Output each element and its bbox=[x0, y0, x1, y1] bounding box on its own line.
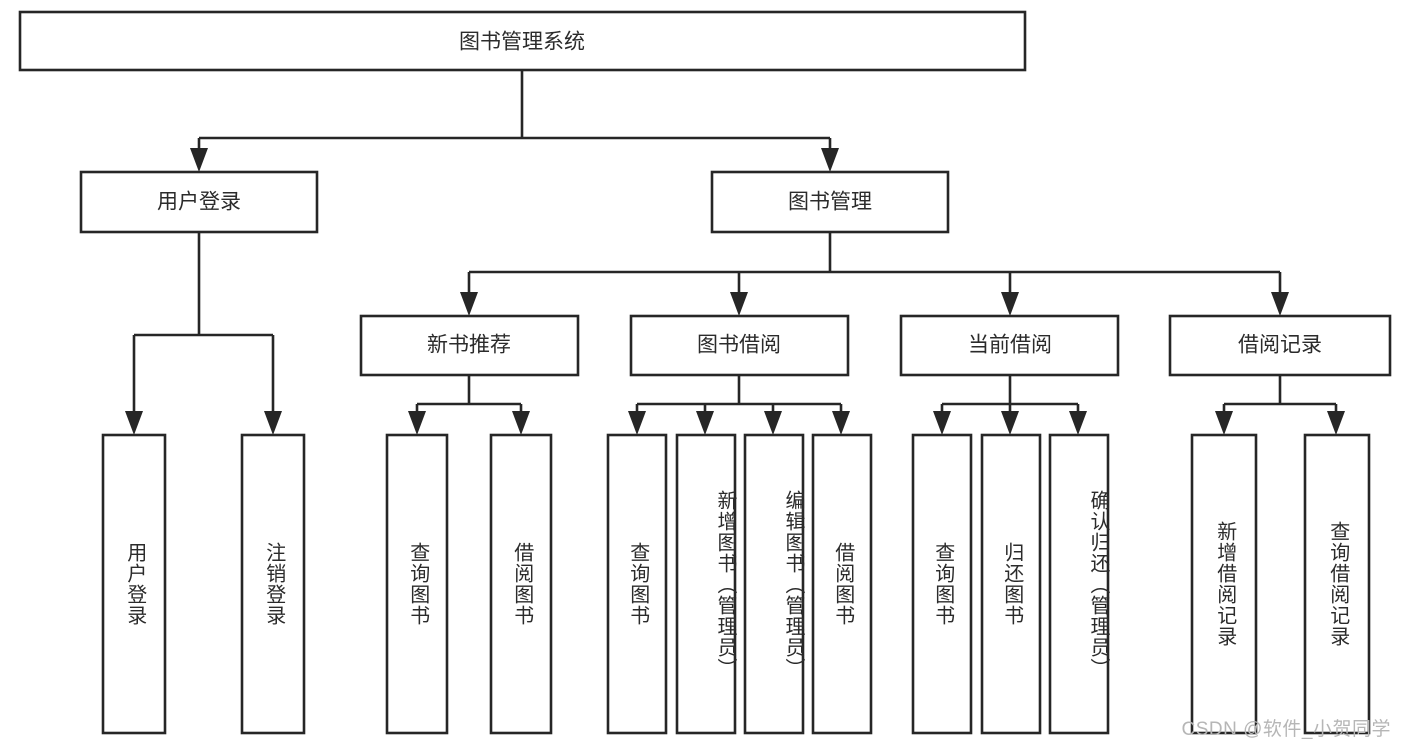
connector-book-borrow-bus bbox=[635, 375, 843, 418]
connector-user-login-bus bbox=[132, 232, 275, 418]
arrowhead-to-leaf-return-book bbox=[1001, 411, 1019, 435]
node-current-borrow-box[interactable] bbox=[899, 314, 1120, 377]
connector-borrow-record-bus bbox=[1222, 375, 1338, 418]
arrowhead-to-new-book-recommend bbox=[460, 292, 478, 316]
node-user-login-label: 用户登录 bbox=[157, 191, 241, 214]
node-book-borrow-label: 图书借阅 bbox=[697, 334, 781, 357]
arrowhead-to-leaf-borrow-book-2 bbox=[832, 411, 850, 435]
node-root-label: 图书管理系统 bbox=[459, 31, 585, 54]
node-leaf-add-book-box[interactable] bbox=[675, 433, 737, 735]
connector-book-management-bus bbox=[467, 232, 1282, 298]
arrowhead-to-leaf-user-login bbox=[125, 411, 143, 435]
arrowhead-to-book-management bbox=[821, 148, 839, 172]
node-leaf-borrow-book-2-box[interactable] bbox=[811, 433, 873, 735]
arrowhead-to-leaf-add-book bbox=[696, 411, 714, 435]
arrowhead-to-borrow-record bbox=[1271, 292, 1289, 316]
node-leaf-query-book-1-box[interactable] bbox=[385, 433, 449, 735]
arrowhead-to-leaf-query-book-1 bbox=[408, 411, 426, 435]
node-group: 图书管理系统 用户登录 图书管理 新书推荐 图书借阅 当前借阅 借阅记录 bbox=[18, 10, 1392, 735]
node-new-book-recommend-box[interactable] bbox=[359, 314, 580, 377]
node-leaf-user-login-box[interactable] bbox=[101, 433, 167, 735]
arrowhead-to-user-login bbox=[190, 148, 208, 172]
arrowhead-to-leaf-query-book-2 bbox=[628, 411, 646, 435]
node-leaf-borrow-book-1-box[interactable] bbox=[489, 433, 553, 735]
arrowhead-to-leaf-logout-login bbox=[264, 411, 282, 435]
node-leaf-confirm-return-box[interactable] bbox=[1048, 433, 1110, 735]
arrowhead-to-leaf-add-record bbox=[1215, 411, 1233, 435]
node-leaf-query-record-box[interactable] bbox=[1303, 433, 1371, 735]
node-new-book-recommend-label: 新书推荐 bbox=[427, 334, 511, 357]
arrowhead-to-leaf-edit-book bbox=[764, 411, 782, 435]
node-book-borrow-box[interactable] bbox=[629, 314, 850, 377]
arrowhead-to-leaf-query-record bbox=[1327, 411, 1345, 435]
arrowhead-to-book-borrow bbox=[730, 292, 748, 316]
connector-new-book-recommend-bus bbox=[415, 375, 523, 418]
watermark-text: CSDN @软件_小贺同学 bbox=[1181, 719, 1391, 740]
arrowhead-to-leaf-borrow-book-1 bbox=[512, 411, 530, 435]
node-user-login-box[interactable] bbox=[79, 170, 319, 234]
node-leaf-add-record-box[interactable] bbox=[1190, 433, 1258, 735]
node-book-management-box[interactable] bbox=[710, 170, 950, 234]
connector-group bbox=[125, 70, 1345, 435]
node-leaf-query-book-3-box[interactable] bbox=[911, 433, 973, 735]
arrowhead-to-current-borrow bbox=[1001, 292, 1019, 316]
arrowhead-to-leaf-query-book-3 bbox=[933, 411, 951, 435]
connector-root-bus bbox=[197, 70, 832, 155]
node-root-box[interactable] bbox=[18, 10, 1027, 72]
arrowhead-to-leaf-confirm-return bbox=[1069, 411, 1087, 435]
node-leaf-logout-login-box[interactable] bbox=[240, 433, 306, 735]
node-leaf-return-book-box[interactable] bbox=[980, 433, 1042, 735]
node-borrow-record-label: 借阅记录 bbox=[1238, 334, 1322, 357]
node-leaf-query-book-2-box[interactable] bbox=[606, 433, 668, 735]
node-current-borrow-label: 当前借阅 bbox=[968, 334, 1052, 357]
node-book-management-label: 图书管理 bbox=[788, 191, 872, 214]
node-leaf-edit-book-box[interactable] bbox=[743, 433, 805, 735]
node-borrow-record-box[interactable] bbox=[1168, 314, 1392, 377]
